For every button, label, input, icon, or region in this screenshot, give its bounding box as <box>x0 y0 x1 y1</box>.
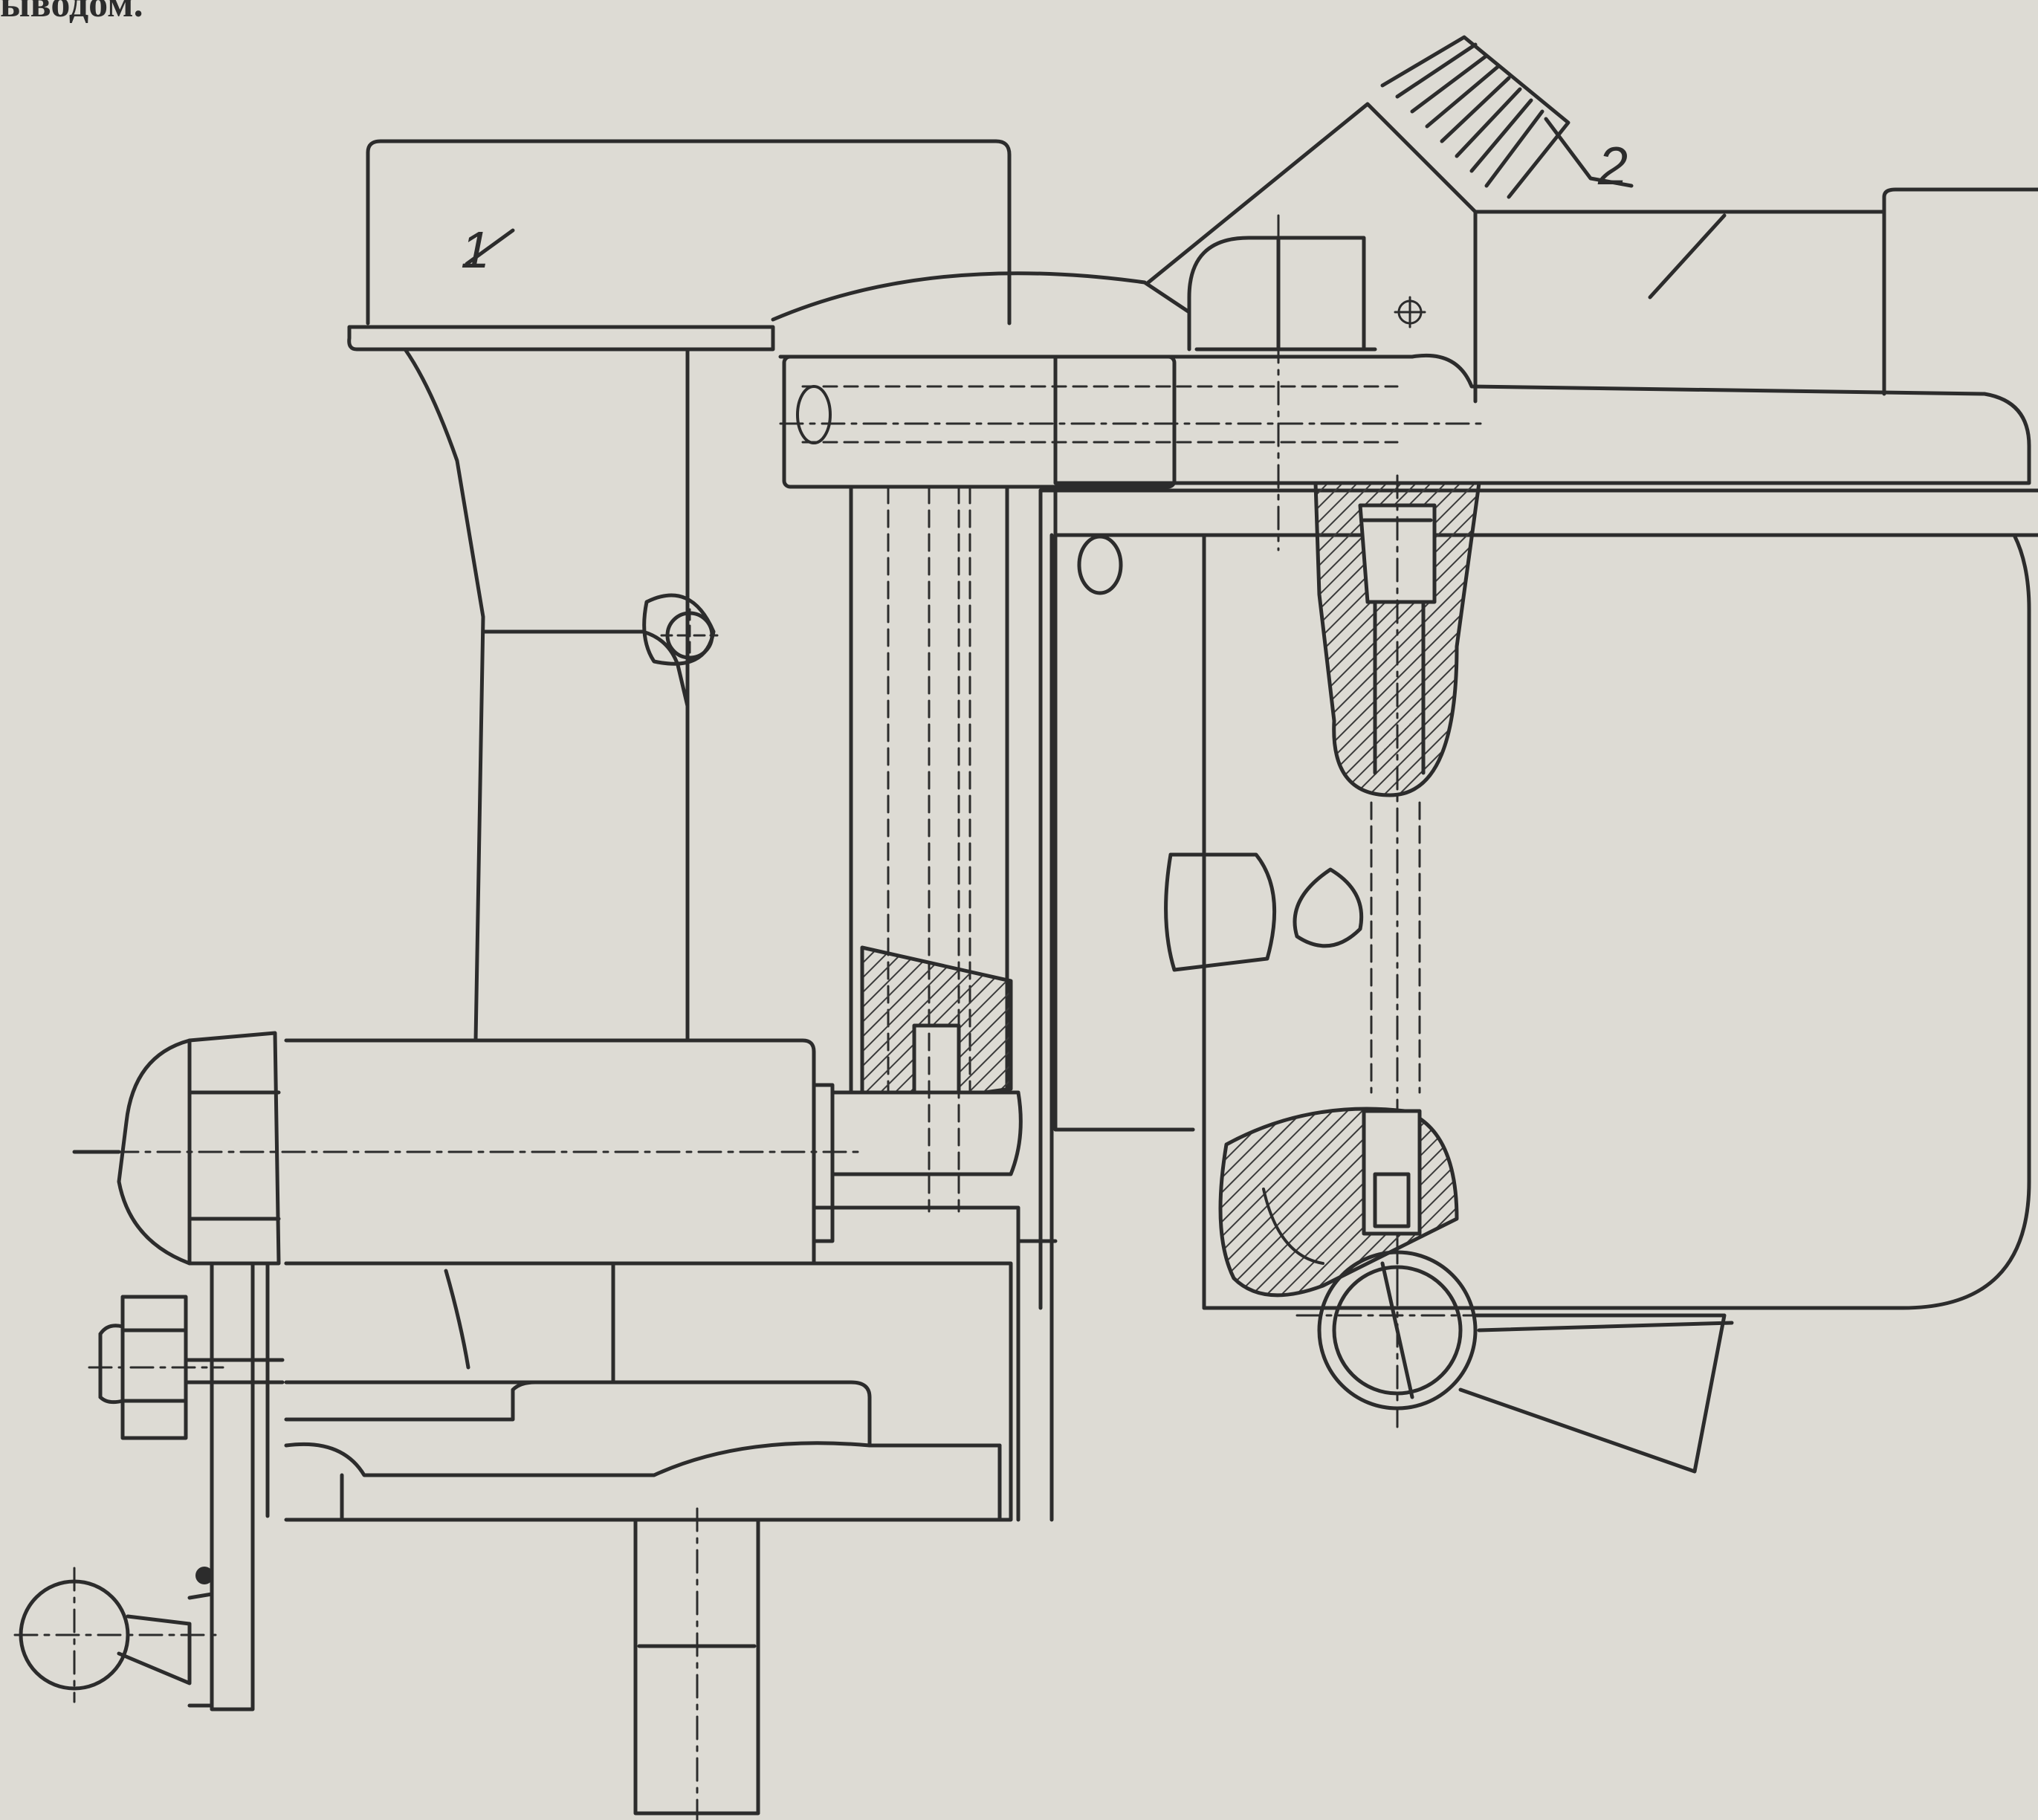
callout-2-leader <box>1544 117 1634 188</box>
cover-cap-nut <box>1187 214 1377 551</box>
cover-right-boss <box>1648 187 2038 396</box>
reference-mark <box>1394 296 1426 328</box>
bottom-stud <box>633 1507 760 1820</box>
caption-fragment: ыводом. <box>0 0 143 25</box>
float-chamber-bowl <box>1053 533 2031 1310</box>
mixing-chamber-body <box>73 1038 1058 1522</box>
float-window <box>1164 852 1364 972</box>
emulsion-tube <box>830 485 1054 1522</box>
housing-mounting-hole <box>642 593 719 666</box>
mounting-flange <box>265 1261 1013 1522</box>
throttle-lever <box>88 1261 285 1711</box>
fuel-inlet-fitting <box>1146 35 1886 404</box>
needle-valve-seat <box>1313 474 1481 1295</box>
cover-fuel-channel <box>779 385 1488 444</box>
air-intake-housing <box>347 139 1012 1043</box>
ball-joint <box>13 1567 224 1708</box>
throttle-axis-nut <box>72 1031 281 1266</box>
callout-1-leader <box>465 228 515 266</box>
callout-2-label: 2 <box>1597 137 1628 196</box>
bowl-ear <box>1077 534 1123 595</box>
bottom-mounting-lug <box>1458 1313 1734 1474</box>
drain-plug <box>1295 1240 1503 1428</box>
main-jet-assembly <box>1218 1107 1459 1298</box>
